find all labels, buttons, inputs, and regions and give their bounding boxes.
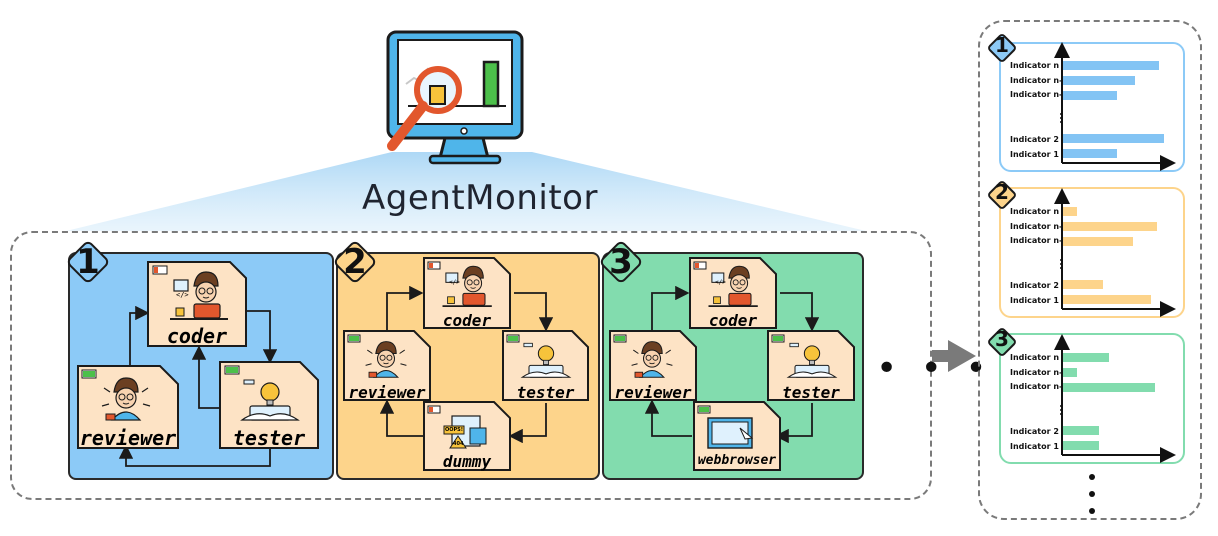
team2-tester-label: tester [516, 383, 575, 402]
c2-label-1: Indicator 1 [1010, 296, 1059, 305]
chart-badge-2: 2 [986, 179, 1018, 211]
c3-label-n: Indicator n [1010, 353, 1060, 362]
code-icon-text-1: </> [176, 291, 189, 299]
c3-bar-n2 [1063, 383, 1155, 392]
more-charts-dot-1 [1089, 474, 1095, 480]
team3-reviewer-label: reviewer [614, 383, 692, 402]
monitor-icon [386, 30, 524, 165]
team3-tester-card [767, 330, 855, 401]
c3-label-1: Indicator 1 [1010, 442, 1059, 451]
team3-coder-label: coder [708, 311, 758, 330]
team2-coder-label: coder [442, 311, 492, 330]
c3-label-n2: Indicator n-2 [1010, 382, 1068, 391]
team1-tester-label: tester [232, 426, 306, 450]
team-badge-1: 1 [65, 239, 111, 285]
c1-bar-1 [1063, 149, 1117, 158]
c2-bar-1 [1063, 295, 1151, 304]
teams-container [10, 231, 932, 500]
c3-bar-2 [1063, 426, 1099, 435]
team3-edges [644, 285, 820, 444]
team2-dummy-card [423, 401, 511, 471]
c2-bar-2 [1063, 280, 1103, 289]
c2-bar-n1 [1063, 222, 1157, 231]
team3-webbrowser-card [693, 401, 781, 471]
team2-dummy-label: dummy [442, 452, 492, 471]
c3-label-2: Indicator 2 [1010, 427, 1059, 436]
team3-coder-card [689, 257, 777, 329]
c1-label-1: Indicator 1 [1010, 150, 1059, 159]
c1-label-n2: Indicator n-2 [1010, 90, 1068, 99]
team3-tester-label: tester [782, 383, 840, 402]
c2-bar-n [1063, 207, 1077, 216]
team2-reviewer-card [343, 330, 431, 401]
team2-edges [379, 285, 554, 444]
team2-coder-card [423, 257, 511, 329]
chart-badge-1: 1 [986, 32, 1018, 64]
c3-bar-1 [1063, 441, 1099, 450]
c1-bar-n [1063, 61, 1159, 70]
c2-bar-n2 [1063, 237, 1133, 246]
more-charts-dot-2 [1089, 491, 1095, 497]
c1-label-2: Indicator 2 [1010, 135, 1059, 144]
team1-coder-card [147, 261, 247, 347]
c1-bar-n1 [1063, 76, 1135, 85]
more-teams-ellipsis: • • • [876, 348, 993, 389]
code-icon-text-3: </> [715, 279, 726, 286]
c2-label-n1: Indicator n-1 [1010, 222, 1068, 231]
team2-reviewer-label: reviewer [348, 383, 426, 402]
chart-badge-3: 3 [986, 326, 1018, 358]
spotlight-beam [66, 152, 866, 231]
team1-reviewer-card [77, 365, 179, 449]
c2-label-n: Indicator n [1010, 207, 1060, 216]
team1-coder-label: coder [166, 324, 228, 348]
team-badge-2: 2 [332, 239, 378, 285]
more-charts-dot-3 [1089, 508, 1095, 514]
team3-reviewer-card [609, 330, 697, 401]
code-icon-text-2: </> [449, 279, 460, 286]
team1-edges [118, 305, 278, 467]
c1-bar-2 [1063, 134, 1164, 143]
oops-text: OOPS! [445, 427, 464, 433]
charts-container [978, 20, 1202, 520]
c3-bar-n [1063, 353, 1109, 362]
c1-label-n: Indicator n [1010, 61, 1060, 70]
right-arrow [932, 340, 976, 372]
c3-bar-n1 [1063, 368, 1077, 377]
team1-reviewer-label: reviewer [79, 426, 177, 450]
app-title: AgentMonitor [362, 178, 598, 218]
c1-label-n1: Indicator n-1 [1010, 76, 1068, 85]
team1-tester-card [219, 361, 319, 449]
c2-label-n2: Indicator n-2 [1010, 236, 1068, 245]
c1-bar-n2 [1063, 91, 1117, 100]
team3-webbrowser-label: webbrowser [697, 453, 777, 468]
team-badge-3: 3 [598, 239, 644, 285]
error-code-text: 404 [453, 441, 464, 447]
chart-1-axes [1054, 42, 1176, 171]
c3-label-n1: Indicator n-1 [1010, 368, 1068, 377]
c2-label-2: Indicator 2 [1010, 281, 1059, 290]
team2-tester-card [502, 330, 589, 401]
chart-3-axes [1054, 334, 1176, 463]
chart-2-axes [1054, 188, 1176, 317]
